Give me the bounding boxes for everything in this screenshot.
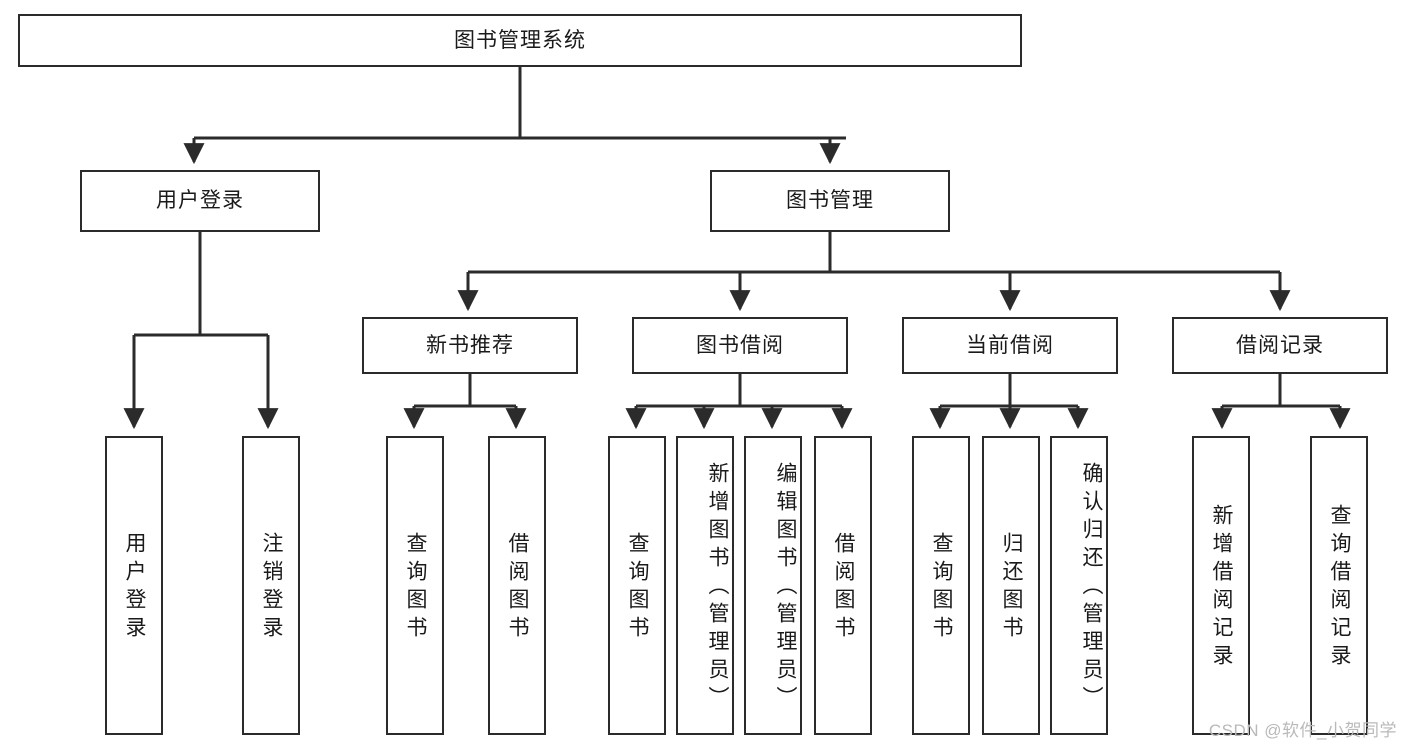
node-leaf-return-book[interactable]: 归还图书 [982, 436, 1040, 735]
node-leaf-return-book-label: 归还图书 [1000, 531, 1023, 644]
node-leaf-logout[interactable]: 注销登录 [242, 436, 300, 735]
node-leaf-query-book-3[interactable]: 查询图书 [912, 436, 970, 735]
node-leaf-query-book-2[interactable]: 查询图书 [608, 436, 666, 735]
watermark-text: CSDN @软件_小贺同学 [1208, 721, 1397, 740]
node-leaf-edit-book-label: 编辑图书（管理员） [774, 461, 797, 714]
node-new-book-recommend-label: 新书推荐 [426, 333, 514, 357]
node-leaf-query-book-1[interactable]: 查询图书 [386, 436, 444, 735]
node-leaf-borrow-book-1[interactable]: 借阅图书 [488, 436, 546, 735]
node-leaf-borrow-book-2-label: 借阅图书 [832, 531, 855, 644]
node-leaf-confirm-return-label: 确认归还（管理员） [1080, 461, 1103, 714]
node-leaf-query-record[interactable]: 查询借阅记录 [1310, 436, 1368, 735]
node-root-label: 图书管理系统 [454, 28, 586, 52]
node-user-login[interactable]: 用户登录 [80, 170, 320, 232]
node-user-login-label: 用户登录 [156, 189, 244, 213]
node-book-manage[interactable]: 图书管理 [710, 170, 950, 232]
node-leaf-borrow-book-2[interactable]: 借阅图书 [814, 436, 872, 735]
node-leaf-add-record-label: 新增借阅记录 [1210, 503, 1233, 672]
node-borrow-record-label: 借阅记录 [1236, 333, 1324, 357]
node-leaf-confirm-return[interactable]: 确认归还（管理员） [1050, 436, 1108, 735]
node-leaf-add-book[interactable]: 新增图书（管理员） [676, 436, 734, 735]
node-book-manage-label: 图书管理 [786, 189, 874, 213]
node-leaf-add-book-label: 新增图书（管理员） [706, 461, 729, 714]
node-leaf-add-record[interactable]: 新增借阅记录 [1192, 436, 1250, 735]
node-leaf-query-record-label: 查询借阅记录 [1328, 503, 1351, 672]
node-leaf-query-book-2-label: 查询图书 [626, 531, 649, 644]
node-leaf-user-login-label: 用户登录 [123, 531, 146, 644]
node-leaf-query-book-3-label: 查询图书 [930, 531, 953, 644]
node-book-borrow-label: 图书借阅 [696, 333, 784, 357]
node-borrow-record[interactable]: 借阅记录 [1172, 317, 1388, 374]
node-book-borrow[interactable]: 图书借阅 [632, 317, 848, 374]
node-leaf-user-login[interactable]: 用户登录 [105, 436, 163, 735]
node-current-borrow[interactable]: 当前借阅 [902, 317, 1118, 374]
node-new-book-recommend[interactable]: 新书推荐 [362, 317, 578, 374]
node-root[interactable]: 图书管理系统 [18, 14, 1022, 67]
node-leaf-query-book-1-label: 查询图书 [404, 531, 427, 644]
node-leaf-logout-label: 注销登录 [260, 531, 283, 644]
node-leaf-borrow-book-1-label: 借阅图书 [506, 531, 529, 644]
node-current-borrow-label: 当前借阅 [966, 333, 1054, 357]
node-leaf-edit-book[interactable]: 编辑图书（管理员） [744, 436, 802, 735]
